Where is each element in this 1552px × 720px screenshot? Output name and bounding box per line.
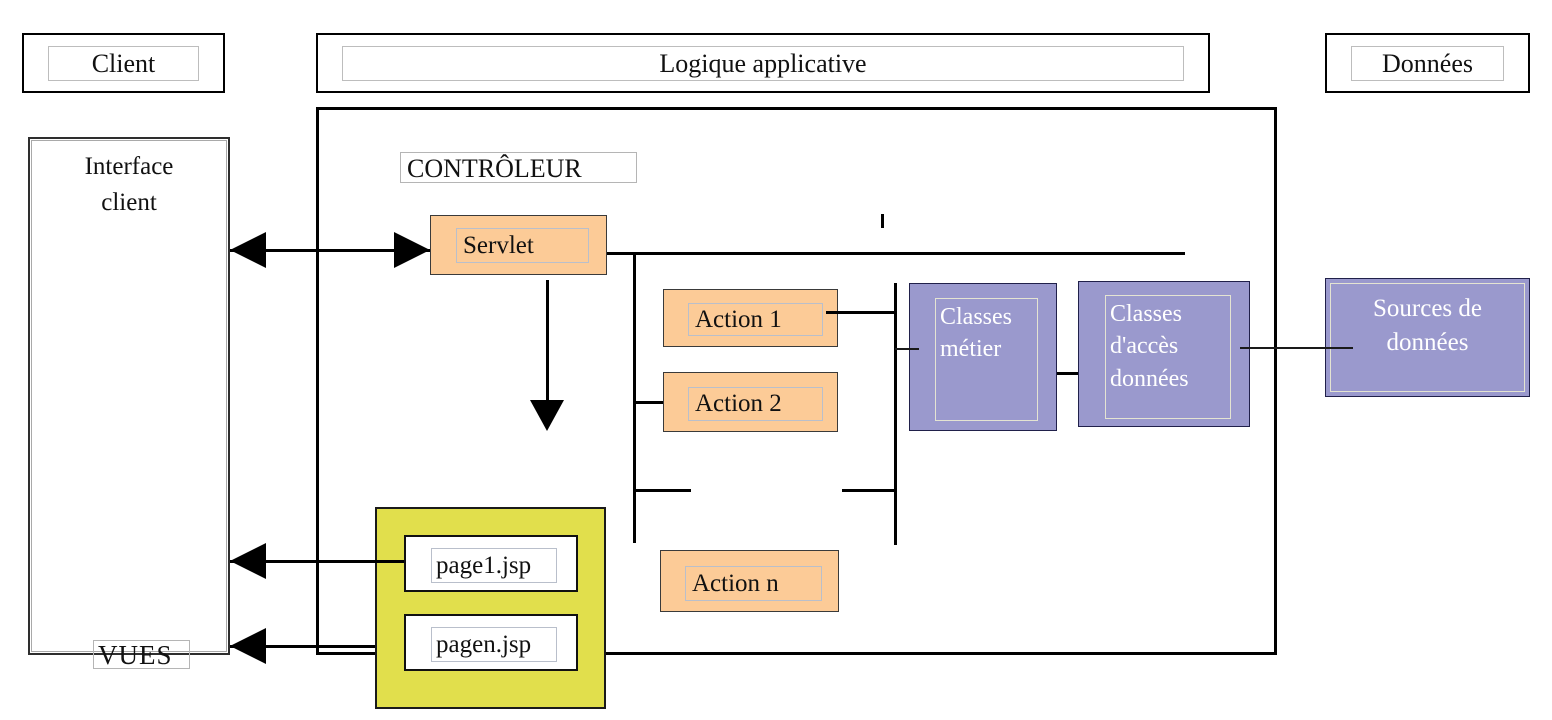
action-2-box: Action 2: [663, 372, 838, 432]
classes-metier-label: Classes métier: [940, 304, 1012, 363]
logique-lane-box: Logique applicative: [316, 33, 1210, 93]
interface-client-label: Interface client: [84, 153, 174, 217]
connector-servlet-down: [546, 280, 549, 401]
arrowhead-down-vues: [530, 400, 564, 431]
action-n-inner: Action n: [685, 566, 822, 601]
classes-metier-inner: Classes métier: [935, 298, 1038, 421]
connector-stub-action2: [633, 401, 664, 404]
connector-stub-blank-right: [842, 489, 896, 492]
sources-donnees-box: Sources de données: [1325, 278, 1530, 397]
page1-jsp-inner: page1.jsp: [431, 548, 557, 583]
action-1-box: Action 1: [663, 289, 838, 347]
arrowhead-right-servlet: [394, 232, 430, 268]
vues-label: VUES: [93, 640, 190, 669]
connector-interface-servlet: [230, 249, 430, 252]
connector-metier-acces: [1056, 372, 1079, 375]
app-logic-container: [316, 107, 1277, 655]
interface-client-box: Interface client: [28, 137, 230, 655]
pagen-jsp-inner: pagen.jsp: [431, 627, 557, 662]
donnees-lane-inner: Données: [1351, 46, 1504, 81]
connector-servlet-right: [607, 252, 1185, 255]
action-2-label: Action 2: [695, 390, 782, 417]
logique-lane-label: Logique applicative: [659, 48, 867, 78]
classes-acces-inner: Classes d'accès données: [1105, 295, 1231, 419]
pagen-jsp-box: pagen.jsp: [404, 614, 578, 671]
sources-donnees-inner: Sources de données: [1330, 283, 1525, 392]
page1-jsp-label: page1.jsp: [436, 551, 532, 579]
page1-jsp-box: page1.jsp: [404, 535, 578, 592]
connector-stub-blank-left: [633, 489, 691, 492]
action-n-box: Action n: [660, 550, 839, 612]
client-lane-box: Client: [22, 33, 225, 93]
client-lane-inner: Client: [48, 46, 199, 81]
classes-acces-label: Classes d'accès données: [1110, 301, 1189, 392]
classes-metier-box: Classes métier: [909, 283, 1057, 431]
logique-lane-inner: Logique applicative: [342, 46, 1184, 81]
connector-tick-above: [881, 214, 884, 228]
arrowhead-left-top: [230, 232, 266, 268]
donnees-lane-box: Données: [1325, 33, 1530, 93]
servlet-label: Servlet: [463, 231, 534, 259]
action-1-label: Action 1: [695, 305, 782, 333]
classes-acces-box: Classes d'accès données: [1078, 281, 1250, 427]
connector-pagen-interface: [230, 645, 377, 648]
controleur-label: CONTRÔLEUR: [400, 152, 637, 183]
arrowhead-left-page1: [230, 543, 266, 579]
servlet-box: Servlet: [430, 215, 607, 275]
pagen-jsp-label: pagen.jsp: [436, 630, 532, 658]
sources-donnees-label: Sources de données: [1373, 295, 1482, 356]
action-1-inner: Action 1: [688, 303, 823, 336]
arrowhead-left-pagen: [230, 628, 266, 664]
client-lane-label: Client: [91, 48, 156, 78]
connector-page1-interface: [230, 560, 404, 563]
action-n-label: Action n: [692, 569, 779, 597]
connector-acces-sources: [1240, 347, 1353, 349]
connector-right-trunk: [894, 283, 897, 545]
donnees-lane-label: Données: [1382, 48, 1473, 78]
servlet-inner: Servlet: [456, 228, 589, 263]
connector-trunk-metier: [895, 348, 919, 350]
action-2-inner: Action 2: [688, 387, 823, 421]
connector-left-trunk: [633, 252, 636, 543]
connector-action1-right: [826, 311, 896, 314]
